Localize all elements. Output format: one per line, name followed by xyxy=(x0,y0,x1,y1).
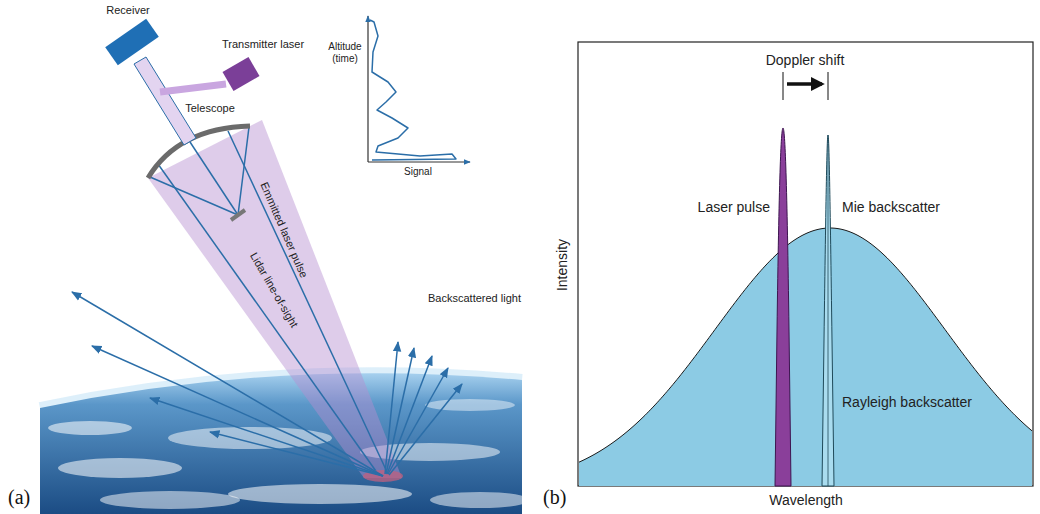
component-label: Transmitter laser xyxy=(222,38,304,51)
optical-path xyxy=(134,57,196,145)
doppler-arrow xyxy=(787,82,822,86)
transmitter-beam xyxy=(160,84,226,92)
laser-peak xyxy=(775,128,791,486)
telescope-ray xyxy=(190,142,238,215)
doppler-tick xyxy=(783,72,784,100)
backscatter-arrow xyxy=(210,432,383,476)
axis-label: Wavelength xyxy=(769,492,842,508)
backscatter-arrow xyxy=(72,292,383,476)
annotation-label: Doppler shift xyxy=(766,52,845,68)
cloud xyxy=(48,421,132,435)
backscatter-arrow xyxy=(92,346,383,476)
axis xyxy=(368,161,470,162)
backscatter-arrow xyxy=(387,356,432,474)
plot-frame xyxy=(578,42,1033,486)
cloud xyxy=(58,458,182,478)
signal-curve xyxy=(370,20,456,160)
secondary-mirror xyxy=(231,210,245,220)
backscatter-arrows xyxy=(72,292,462,476)
transmitter-box xyxy=(223,57,260,91)
panel-label: (b) xyxy=(543,486,566,509)
clouds xyxy=(48,399,530,509)
component-label: Backscattered light xyxy=(428,292,521,305)
backscatter-arrow xyxy=(389,384,462,475)
cloud xyxy=(100,491,240,509)
component-label: Receiver xyxy=(106,4,149,17)
cloud xyxy=(425,399,515,411)
laser-beam-cone xyxy=(148,120,402,478)
component-label: Telescope xyxy=(185,102,235,115)
peak-label: Mie backscatter xyxy=(842,199,940,215)
telescope-ray xyxy=(238,127,249,215)
backscatter-arrow xyxy=(385,342,398,474)
peak-label: Rayleigh backscatter xyxy=(842,394,972,410)
rayleigh-outline xyxy=(579,228,1032,462)
beam-ray xyxy=(158,164,378,474)
axis xyxy=(367,16,368,162)
cloud xyxy=(168,427,332,449)
panel-label: (a) xyxy=(8,486,30,509)
peak-label: Laser pulse xyxy=(698,199,770,215)
backscatter-arrow xyxy=(150,398,383,476)
earth-surface xyxy=(40,373,522,514)
signal-inset xyxy=(368,16,470,162)
earth xyxy=(40,373,530,514)
cloud xyxy=(430,492,530,508)
cloud xyxy=(228,484,412,504)
primary-mirror xyxy=(148,126,250,178)
beam-ray xyxy=(228,131,388,474)
axis-label: Signal xyxy=(404,166,432,178)
mie-peak xyxy=(822,135,834,486)
axis-label: Intensity xyxy=(554,239,570,291)
mie-center-line xyxy=(828,135,829,486)
receiver-box xyxy=(105,19,159,66)
backscatter-arrow xyxy=(388,368,448,474)
doppler-tick xyxy=(828,72,829,100)
backscatter-arrow xyxy=(386,348,414,474)
axis-label: Altitude (time) xyxy=(322,41,368,64)
rayleigh-curve xyxy=(579,228,1032,486)
